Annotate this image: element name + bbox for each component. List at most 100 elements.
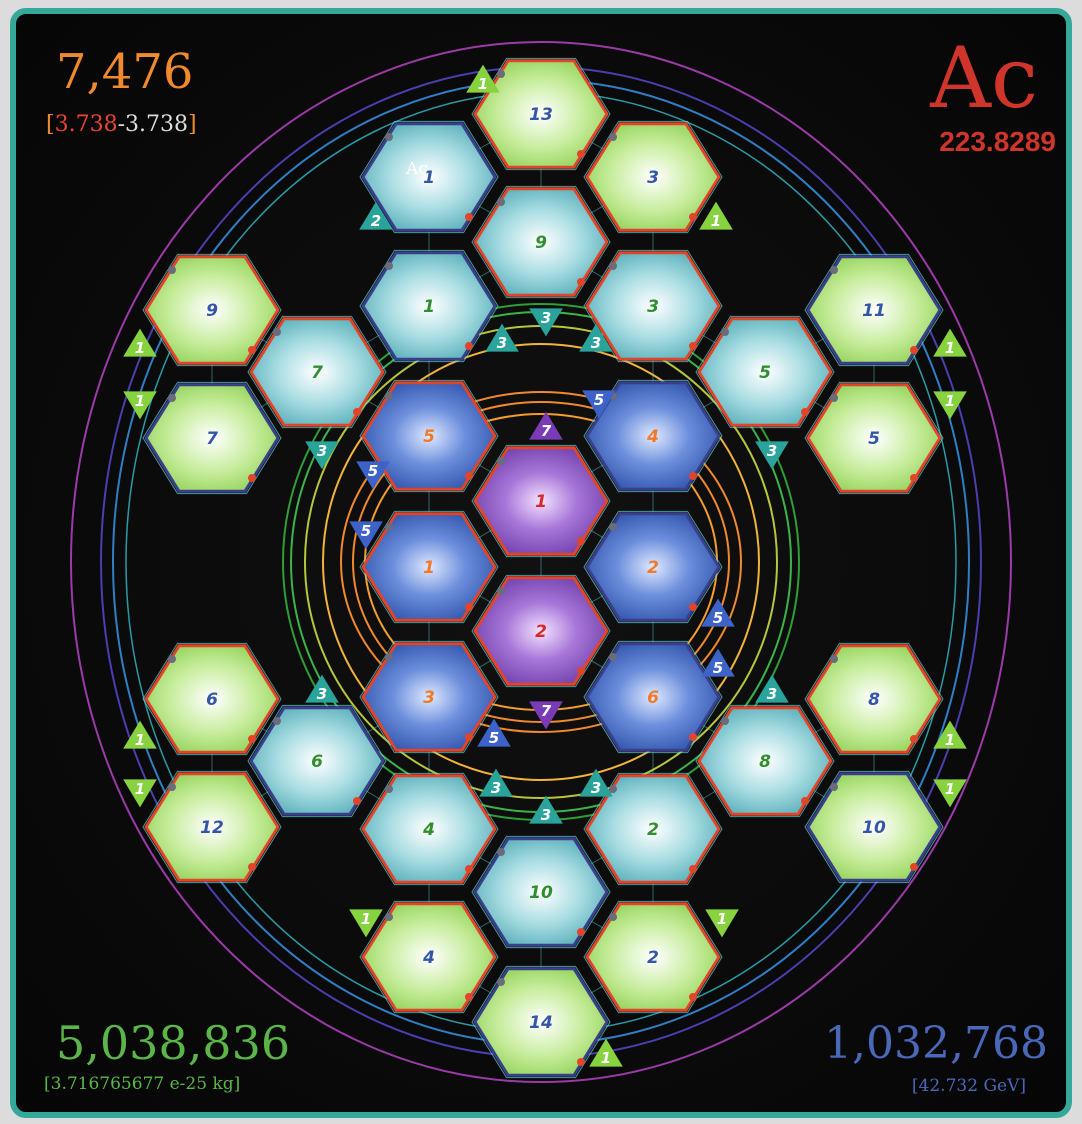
hexagon-dot bbox=[801, 797, 809, 805]
triangle-label: 3 bbox=[591, 334, 601, 352]
hexagon-blue: 6 bbox=[583, 640, 723, 754]
hexagon-halo bbox=[583, 120, 723, 234]
hexagon-halo bbox=[471, 444, 611, 558]
triangle-green: 1 bbox=[123, 391, 157, 420]
hexagon-dot bbox=[577, 150, 585, 158]
hexagon-shape bbox=[361, 122, 497, 232]
triangle-teal: 3 bbox=[305, 441, 339, 470]
triangle-shape bbox=[466, 64, 500, 93]
hexagon-dot bbox=[721, 717, 729, 725]
hexagon-halo bbox=[583, 379, 723, 493]
triangle-shape bbox=[529, 308, 563, 337]
hexagon-green: 11 bbox=[804, 253, 944, 367]
triangle-shape bbox=[933, 328, 967, 357]
range-low: 3.738 bbox=[54, 112, 118, 137]
triangle-shape bbox=[123, 720, 157, 749]
hexagon-dot bbox=[465, 472, 473, 480]
hexagon-label: 6 bbox=[647, 688, 659, 708]
hexagon-shape bbox=[144, 383, 280, 493]
triangle-shape bbox=[123, 779, 157, 808]
hexagon-green: 14 bbox=[471, 965, 611, 1079]
triangle-label: 1 bbox=[601, 1049, 611, 1067]
triangle-label: 1 bbox=[135, 392, 145, 410]
triangle-shape bbox=[529, 701, 563, 730]
triangle-label: 7 bbox=[541, 422, 552, 440]
hexagon-label: 1 bbox=[423, 297, 435, 317]
range-open-bracket: [ bbox=[46, 112, 55, 137]
triangle-purple: 7 bbox=[529, 701, 563, 730]
triangle-shape bbox=[582, 390, 616, 419]
orbit-ring bbox=[340, 391, 742, 733]
hexagon-dot bbox=[465, 603, 473, 611]
hexagon-halo bbox=[359, 900, 499, 1014]
triangle-shape bbox=[705, 909, 739, 938]
top-left-range: [3.738-3.738] bbox=[46, 112, 197, 137]
triangle-shape bbox=[359, 201, 393, 230]
hexagon-halo bbox=[695, 704, 835, 818]
orbit-ring bbox=[322, 343, 760, 781]
hexagon-shape bbox=[144, 772, 280, 882]
triangle-shape bbox=[529, 411, 563, 440]
hexagon-dot bbox=[689, 603, 697, 611]
triangle-label: 7 bbox=[541, 702, 552, 720]
hexagon-halo bbox=[471, 57, 611, 171]
triangle-shape bbox=[529, 795, 563, 824]
hexagon-shape bbox=[473, 576, 609, 686]
hexagon-dot bbox=[689, 342, 697, 350]
hexagon-green: 9 bbox=[142, 253, 282, 367]
hexagon-shape bbox=[806, 383, 942, 493]
hexagon-label: 1 bbox=[423, 558, 435, 578]
triangle-green: 1 bbox=[123, 720, 157, 749]
hexagon-halo bbox=[142, 770, 282, 884]
hexagon-halo bbox=[471, 835, 611, 949]
triangle-teal: 3 bbox=[529, 795, 563, 824]
hexagon-green: 6 bbox=[142, 642, 282, 756]
hexagon-green: 7 bbox=[142, 381, 282, 495]
hexagon-teal: 3 bbox=[583, 249, 723, 363]
hexagon-element-tag: Ac bbox=[405, 159, 428, 179]
hexagon-teal: 7 bbox=[247, 315, 387, 429]
hexagon-dot bbox=[830, 655, 838, 663]
hexagon-label: 8 bbox=[759, 752, 771, 772]
hexagon-teal: 8 bbox=[695, 704, 835, 818]
hexagon-halo bbox=[471, 965, 611, 1079]
hexagon-teal: 1 bbox=[359, 120, 499, 234]
hexagon-teal: 4 bbox=[359, 772, 499, 886]
orbit-ring bbox=[70, 41, 1012, 1083]
hexagon-halo bbox=[804, 253, 944, 367]
triangle-label: 3 bbox=[541, 806, 551, 824]
hexagon-dot bbox=[385, 785, 393, 793]
hexagon-dot bbox=[248, 346, 256, 354]
hexagon-dot bbox=[497, 457, 505, 465]
range-close-bracket: ] bbox=[188, 112, 197, 137]
hexagon-shape bbox=[361, 902, 497, 1012]
triangle-label: 3 bbox=[317, 685, 327, 703]
triangle-label: 5 bbox=[361, 522, 371, 540]
hexagon-dot bbox=[353, 408, 361, 416]
triangle-shape bbox=[485, 323, 519, 352]
triangle-shape bbox=[755, 441, 789, 470]
hexagon-dot bbox=[465, 213, 473, 221]
triangle-purple: 7 bbox=[529, 411, 563, 440]
triangle-label: 1 bbox=[361, 910, 371, 928]
hexagon-purple: 1 bbox=[471, 444, 611, 558]
hexagon-dot bbox=[577, 1058, 585, 1066]
hexagon-shape bbox=[697, 317, 833, 427]
hexagon-green: 8 bbox=[804, 642, 944, 756]
triangle-green: 1 bbox=[705, 909, 739, 938]
hexagon-green: 13 bbox=[471, 57, 611, 171]
hexagon-label: 5 bbox=[423, 427, 435, 447]
triangle-teal: 3 bbox=[579, 768, 613, 797]
triangle-label: 3 bbox=[491, 779, 501, 797]
hexagon-dot bbox=[465, 342, 473, 350]
triangle-shape bbox=[356, 461, 390, 490]
hexagon-halo bbox=[583, 900, 723, 1014]
hexagon-blue: 5 bbox=[359, 379, 499, 493]
hexagon-shape bbox=[361, 512, 497, 622]
triangle-green: 1 bbox=[123, 779, 157, 808]
hexagon-green: 2 bbox=[583, 900, 723, 1014]
triangle-shape bbox=[579, 323, 613, 352]
hexagon-dot bbox=[497, 978, 505, 986]
hexagon-label: 4 bbox=[646, 427, 659, 447]
